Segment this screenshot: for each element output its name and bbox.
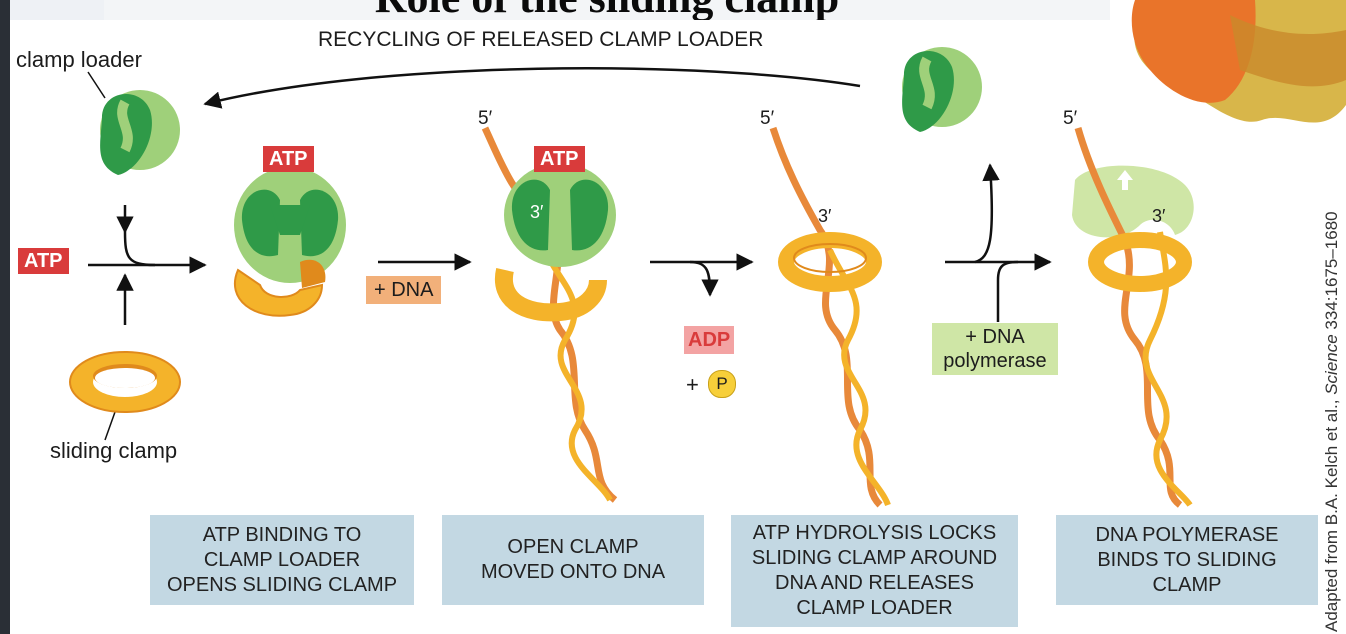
clamp-stage4 bbox=[778, 232, 882, 292]
slide-title: Role of the sliding clamp bbox=[104, 0, 1110, 20]
phosphate-icon: P bbox=[708, 370, 736, 398]
clamp-stage5 bbox=[1088, 232, 1192, 292]
three-prime-label-4: 3′ bbox=[818, 206, 832, 226]
five-prime-label-4: 5′ bbox=[760, 108, 775, 129]
adp-release-arrow bbox=[689, 260, 719, 297]
loader-release-arrow bbox=[974, 163, 1000, 264]
protein-structure-image bbox=[1131, 0, 1346, 123]
loader-with-atp bbox=[234, 167, 346, 283]
dna-strand-stage4 bbox=[769, 126, 883, 508]
sliding-clamp-icon bbox=[69, 351, 181, 413]
released-clamp-loader-icon bbox=[902, 47, 982, 132]
sliding-clamp-label: sliding clamp bbox=[50, 438, 178, 463]
credit-line: Adapted from B.A. Kelch et al., Science … bbox=[1322, 211, 1342, 632]
polymerase-icon bbox=[1072, 165, 1194, 238]
credit-journal: Science bbox=[1322, 334, 1341, 395]
recycling-label: RECYCLING OF RELEASED CLAMP LOADER bbox=[318, 28, 764, 51]
five-prime-label-5: 5′ bbox=[1063, 108, 1078, 129]
clamp-loader-label: clamp loader bbox=[16, 47, 142, 72]
caption-step-1: ATP BINDING TO CLAMP LOADER OPENS SLIDIN… bbox=[150, 515, 414, 605]
loader-label-pointer bbox=[87, 71, 106, 99]
caption-step-4: DNA POLYMERASE BINDS TO SLIDING CLAMP bbox=[1056, 515, 1318, 605]
three-prime-label-3: 3′ bbox=[530, 202, 544, 222]
merge-arrow-1 bbox=[123, 231, 156, 267]
title-bar-left bbox=[10, 0, 104, 20]
plus-sign: + bbox=[686, 372, 699, 397]
dna-strand-stage3b bbox=[542, 248, 613, 502]
plus-dna-polymerase-chip: + DNA polymerase bbox=[932, 323, 1058, 375]
polymerase-in-arrow bbox=[996, 260, 1019, 322]
credit-ref: 334:1675–1680 bbox=[1322, 211, 1341, 330]
title-bar: Role of the sliding clamp bbox=[104, 0, 1110, 20]
clamp-stage3 bbox=[494, 267, 607, 322]
clamp-label-pointer bbox=[104, 411, 116, 441]
credit-prefix: Adapted from B.A. Kelch et al., bbox=[1322, 399, 1341, 632]
three-prime-label-5: 3′ bbox=[1152, 206, 1166, 226]
dna-strand-stage4b bbox=[827, 248, 891, 507]
atp-left-tag: ATP bbox=[18, 248, 69, 274]
atp-tag-stage2: ATP bbox=[263, 146, 314, 172]
five-prime-label-3: 5′ bbox=[478, 108, 493, 129]
adp-chip: ADP bbox=[684, 326, 735, 354]
dna-strand-stage5 bbox=[1074, 127, 1183, 508]
loader-on-dna bbox=[504, 163, 616, 267]
recycling-arrow bbox=[203, 67, 861, 109]
caption-step-2: OPEN CLAMP MOVED ONTO DNA bbox=[442, 515, 704, 605]
open-clamp-icon bbox=[233, 259, 326, 317]
left-window-edge bbox=[0, 0, 10, 634]
plus-dna-chip: + DNA bbox=[366, 276, 442, 304]
clamp-loader-icon bbox=[100, 90, 180, 175]
atp-tag-stage3: ATP bbox=[534, 146, 585, 172]
caption-step-3: ATP HYDROLYSIS LOCKS SLIDING CLAMP AROUN… bbox=[731, 515, 1018, 627]
